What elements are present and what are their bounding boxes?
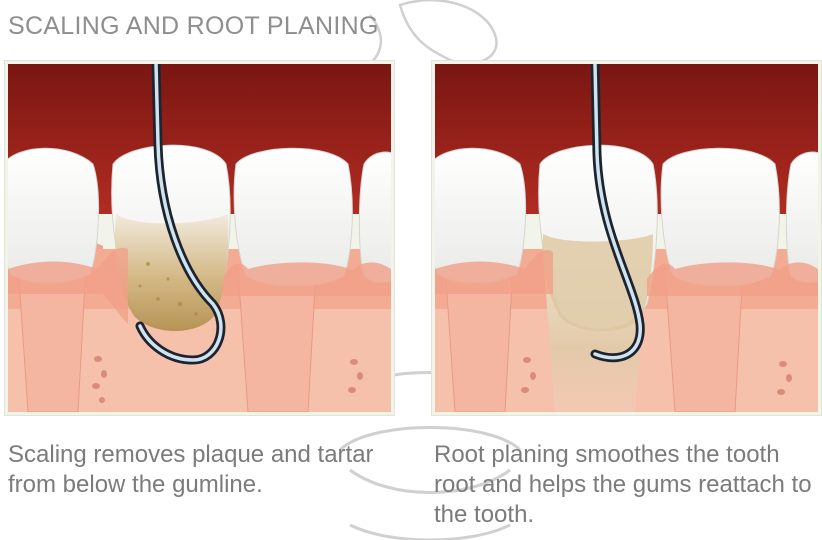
scaling-caption: Scaling removes plaque and tartar from b… [8,440,398,500]
root-planing-diagram [435,64,818,412]
scaling-diagram [8,64,391,412]
root-planing-illustration [431,60,822,416]
root-planing-caption: Root planing smoothes the tooth root and… [434,440,822,530]
page-title: SCALING AND ROOT PLANING [8,12,379,41]
scaling-illustration [4,60,395,416]
